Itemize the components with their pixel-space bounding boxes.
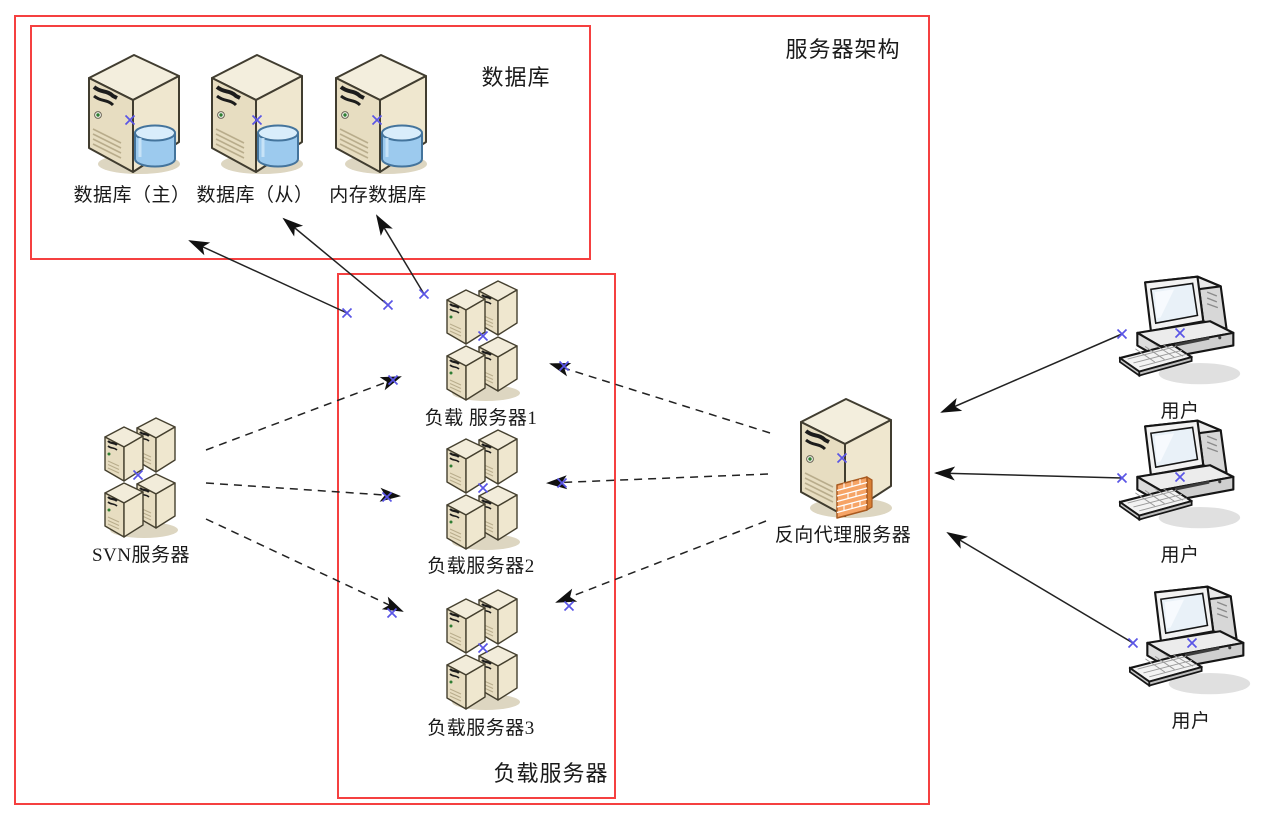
edge-user2-to-proxy — [934, 466, 1123, 481]
edge-user3-to-proxy — [946, 531, 1134, 644]
server-cluster-icon — [444, 279, 522, 403]
server-with-database-icon — [206, 52, 306, 177]
server-cluster-icon — [102, 416, 180, 540]
db-master-label: 数据库（主） — [73, 185, 191, 206]
load-server-3-label: 负载服务器3 — [427, 718, 535, 739]
edge-user1-to-proxy — [940, 333, 1123, 413]
load-group-label: 负载服务器 — [493, 761, 609, 786]
server-cluster-icon — [444, 588, 522, 712]
user-1-label: 用户 — [1160, 401, 1200, 422]
server-with-firewall-icon — [795, 396, 895, 526]
desktop-computer-icon — [1116, 414, 1244, 532]
group-box-server-architecture — [14, 15, 930, 805]
server-with-database-icon — [330, 52, 430, 177]
database-group-label: 数据库 — [481, 65, 551, 90]
server-with-database-icon — [83, 52, 183, 177]
server-cluster-icon — [444, 428, 522, 552]
svn-server-label: SVN服务器 — [91, 545, 191, 566]
desktop-computer-icon — [1116, 270, 1244, 388]
load-server-2-label: 负载服务器2 — [427, 556, 535, 577]
user-2-label: 用户 — [1160, 545, 1200, 566]
user-3-label: 用户 — [1171, 711, 1211, 732]
load-server-1-label: 负载 服务器1 — [424, 408, 538, 429]
db-slave-label: 数据库（从） — [196, 185, 314, 206]
desktop-computer-icon — [1126, 580, 1254, 698]
server-architecture-label: 服务器架构 — [785, 37, 901, 62]
db-memory-label: 内存数据库 — [329, 185, 427, 206]
reverse-proxy-label: 反向代理服务器 — [774, 525, 912, 546]
